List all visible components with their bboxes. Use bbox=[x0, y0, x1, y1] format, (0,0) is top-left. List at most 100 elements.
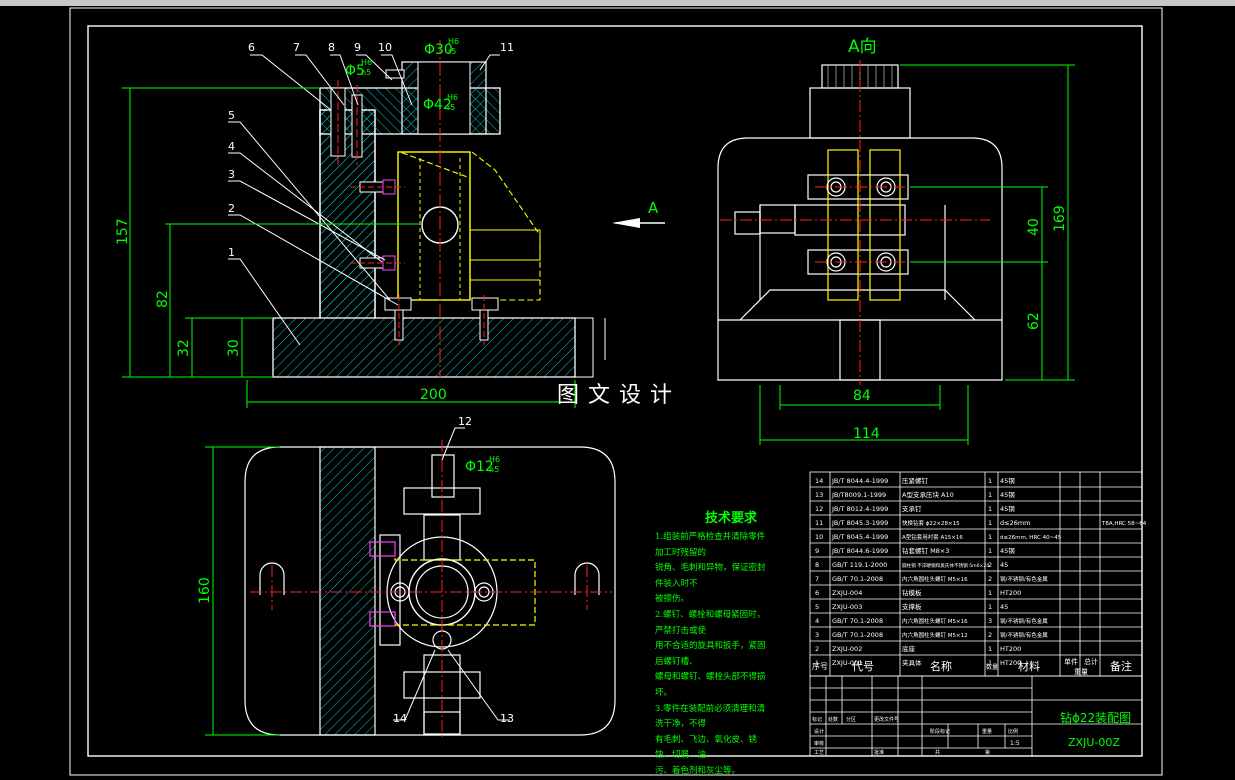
part-label: 14 bbox=[393, 712, 407, 725]
tech-line: 螺母和螺钉、螺栓头部不得损坏。 bbox=[655, 672, 766, 698]
part-label: 5 bbox=[228, 109, 235, 122]
dim-62: 62 bbox=[1026, 312, 1042, 330]
bom-header-material: 材料 bbox=[1018, 659, 1040, 673]
bom-code: ZXJU-001 bbox=[832, 659, 862, 667]
part-label: 10 bbox=[378, 41, 392, 54]
bom-seq: 1 bbox=[815, 659, 819, 667]
side-view-centerlines bbox=[720, 60, 990, 385]
top-view-dim-lines bbox=[205, 446, 280, 736]
bom-material: 45钢 bbox=[1000, 477, 1015, 485]
bom-name: 支撑板 bbox=[902, 602, 922, 611]
tech-line: 被擦伤。 bbox=[655, 594, 690, 605]
tb-design: 设计 bbox=[814, 728, 824, 735]
bom-header-remark: 备注 bbox=[1110, 659, 1132, 673]
tb-ratio: 比例 bbox=[1008, 728, 1018, 735]
fit-num: H6 bbox=[489, 455, 500, 464]
inner-frame bbox=[87, 25, 1143, 757]
dim-40: 40 bbox=[1026, 218, 1042, 236]
bom-header-name: 名称 bbox=[930, 659, 952, 673]
bom-qty: 1 bbox=[988, 533, 992, 541]
bom-seq: 4 bbox=[815, 617, 819, 625]
watermark: 图文设计 bbox=[557, 383, 682, 408]
part-label: 2 bbox=[228, 202, 235, 215]
part-label: 7 bbox=[293, 41, 300, 54]
bom-name: 底座 bbox=[902, 644, 916, 653]
tb-zone: 分区 bbox=[846, 716, 856, 723]
bom-name: 内六角圆柱头螺钉 M5×16 bbox=[902, 617, 968, 625]
tb-audit: 审核 bbox=[814, 740, 824, 747]
part-label: 8 bbox=[328, 41, 335, 54]
dim-157: 157 bbox=[115, 218, 131, 245]
top-view bbox=[244, 446, 616, 736]
tech-line: 用不合适的旋具和扳手，紧固后螺钉槽、 bbox=[655, 641, 766, 667]
bom-qty: 1 bbox=[988, 589, 992, 597]
bom-seq: 14 bbox=[815, 477, 823, 485]
dim-82: 82 bbox=[155, 290, 171, 308]
bom-code: ZXJU-004 bbox=[832, 589, 862, 597]
part-label: 13 bbox=[500, 712, 514, 725]
drawing-name: 钻ϕ22装配图 bbox=[1060, 710, 1131, 725]
bom-material: d≤26mm bbox=[1000, 519, 1031, 527]
bom-qty: 1 bbox=[988, 603, 992, 611]
fit-pin-den: n5 bbox=[361, 68, 371, 77]
dim-169: 169 bbox=[1052, 205, 1068, 232]
fit-top-dia: Φ30 bbox=[424, 42, 453, 58]
bom-material: 45钢 bbox=[1000, 547, 1015, 555]
fit-top-num: H6 bbox=[448, 37, 459, 46]
bom-seq: 10 bbox=[815, 533, 823, 541]
fit-mid-num: H6 bbox=[447, 93, 458, 102]
bom-material: 45 bbox=[1000, 561, 1008, 569]
bom-material: 钢/不锈钢/有色金属 bbox=[1000, 575, 1048, 583]
bom-name: 钻套螺钉 M8×3 bbox=[902, 546, 949, 555]
tb-stage: 阶段标记 bbox=[930, 728, 950, 735]
bom-name: 支承钉 bbox=[902, 504, 922, 513]
bom-name: 压紧螺钉 bbox=[902, 476, 929, 485]
bom-seq: 6 bbox=[815, 589, 819, 597]
bom-code: GB/T 70.1-2008 bbox=[832, 631, 883, 639]
front-view bbox=[122, 40, 665, 408]
bom-code: JB/T 8044.4-1999 bbox=[831, 477, 888, 485]
bom-header-qty: 数量 bbox=[986, 663, 998, 671]
front-view-labels: 6 7 8 9 10 11 5 4 3 2 1 bbox=[228, 41, 514, 259]
part-label: 6 bbox=[248, 41, 255, 54]
tb-of: 第 bbox=[985, 749, 990, 756]
bom-header-weight: 重量 bbox=[1074, 668, 1088, 676]
bom-code: JB/T 8012.4-1999 bbox=[831, 505, 888, 513]
tb-approve: 批准 bbox=[874, 749, 884, 756]
bom-seq: 11 bbox=[815, 519, 823, 527]
part-label: 3 bbox=[228, 168, 235, 181]
bom-name: 内六角圆柱头螺钉 M5×16 bbox=[902, 575, 968, 583]
bom-remark: T8A,HRC 58~64 bbox=[1101, 521, 1147, 527]
bom-qty: 1 bbox=[988, 491, 992, 499]
bom-code: ZXJU-002 bbox=[832, 645, 862, 653]
bom-name: A型支承压块 A10 bbox=[902, 490, 954, 499]
fit-mid-dia: Φ42 bbox=[423, 97, 452, 113]
bom-qty: 2 bbox=[988, 631, 992, 639]
bom-name: A型钻套用衬套 A15×16 bbox=[902, 533, 963, 541]
tech-line: 污、着色剂和灰尘等。 bbox=[655, 765, 741, 776]
fit-dia: Φ12 bbox=[465, 459, 494, 475]
bom-qty: 1 bbox=[988, 477, 992, 485]
bom-header-total-wt: 总计 bbox=[1084, 657, 1098, 666]
bom-code: JB/T8009.1-1999 bbox=[831, 491, 886, 499]
bom-material: 45钢 bbox=[1000, 491, 1015, 499]
bom-code: ZXJU-003 bbox=[832, 603, 862, 611]
tb-change: 更改文件号 bbox=[874, 716, 899, 723]
bom-seq: 2 bbox=[815, 645, 819, 653]
drawing-number: ZXJU-00Z bbox=[1068, 736, 1120, 749]
bom-seq: 9 bbox=[815, 547, 819, 555]
bom-code: JB/T 8044.6-1999 bbox=[831, 547, 888, 555]
bom-qty: 2 bbox=[988, 561, 992, 569]
dim-160: 160 bbox=[197, 577, 213, 604]
bom-code: GB/T 119.1-2000 bbox=[832, 561, 887, 569]
fit-mid-den: r5 bbox=[447, 103, 455, 112]
dim-84: 84 bbox=[853, 388, 871, 404]
tb-count: 处数 bbox=[828, 716, 838, 723]
bom-name: 圆柱销 不淬硬钢和奥氏体不锈钢 5m6×24 bbox=[902, 562, 989, 569]
bom-code: GB/T 70.1-2008 bbox=[832, 575, 883, 583]
scale-value: 1:5 bbox=[1010, 740, 1020, 747]
part-label: 12 bbox=[458, 415, 472, 428]
side-view-text: A向 84 114 40 169 62 bbox=[848, 37, 1068, 442]
bom-qty: 3 bbox=[988, 617, 992, 625]
tech-requirements-body: 1.组装前严格检查并清除零件加工时残留的 锐角、毛刺和异物，保证密封件装入时不 … bbox=[655, 530, 773, 780]
